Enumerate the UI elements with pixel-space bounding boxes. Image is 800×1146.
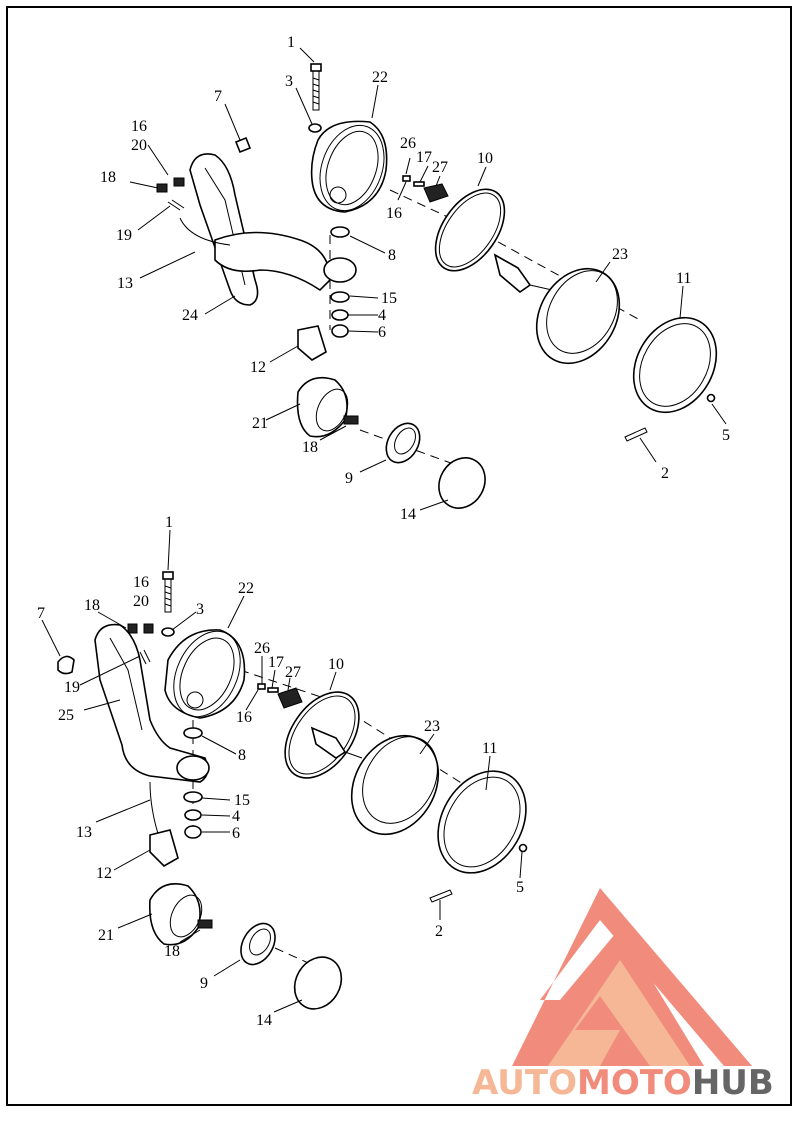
callout: 16 bbox=[236, 709, 252, 726]
callout: 4 bbox=[378, 307, 386, 324]
callout: 19 bbox=[116, 227, 132, 244]
callout: 27 bbox=[432, 159, 448, 176]
callout: 12 bbox=[96, 865, 112, 882]
callout: 20 bbox=[133, 593, 149, 610]
callout: 17 bbox=[268, 654, 284, 671]
callout: 16 bbox=[133, 574, 149, 591]
callout: 12 bbox=[250, 359, 266, 376]
callout: 5 bbox=[516, 879, 524, 896]
callout: 21 bbox=[252, 415, 268, 432]
callout: 13 bbox=[76, 824, 92, 841]
callout: 6 bbox=[232, 825, 240, 842]
callout: 7 bbox=[37, 605, 45, 622]
callout: 9 bbox=[200, 975, 208, 992]
callout: 23 bbox=[612, 246, 628, 263]
callout: 16 bbox=[386, 205, 402, 222]
logo-triangle-icon bbox=[512, 888, 752, 1066]
callout: 1 bbox=[165, 514, 173, 531]
watermark-logo: AUTOMOTOHUB bbox=[472, 888, 774, 1103]
callout: 27 bbox=[285, 664, 301, 681]
callout: 10 bbox=[328, 656, 344, 673]
svg-text:AUTOMOTOHUB: AUTOMOTOHUB bbox=[472, 1063, 774, 1103]
logo-word-auto: AUTO bbox=[472, 1063, 577, 1103]
upper-assembly bbox=[129, 47, 727, 511]
callout: 19 bbox=[64, 679, 80, 696]
callout: 15 bbox=[381, 290, 397, 307]
callout: 24 bbox=[182, 307, 198, 324]
callout: 6 bbox=[378, 324, 386, 341]
callout: 22 bbox=[372, 69, 388, 86]
callout: 21 bbox=[98, 927, 114, 944]
callout: 16 bbox=[131, 118, 147, 135]
callout: 25 bbox=[58, 707, 74, 724]
callout: 10 bbox=[477, 150, 493, 167]
callout: 8 bbox=[388, 247, 396, 264]
callout: 1 bbox=[287, 34, 295, 51]
callout: 2 bbox=[661, 465, 669, 482]
lower-callouts: 1 16 20 3 22 7 18 26 17 27 10 19 16 25 8… bbox=[37, 514, 524, 1029]
mounting-bracket bbox=[179, 153, 357, 306]
callout: 4 bbox=[232, 808, 240, 825]
diagram-frame bbox=[6, 6, 792, 1106]
callout: 26 bbox=[400, 135, 416, 152]
callout: 2 bbox=[435, 923, 443, 940]
lower-assembly bbox=[41, 529, 528, 1013]
callout: 18 bbox=[302, 439, 318, 456]
callout: 18 bbox=[84, 597, 100, 614]
callout: 14 bbox=[400, 506, 416, 523]
logo-inner-icon bbox=[548, 960, 690, 1066]
callout: 3 bbox=[196, 601, 204, 618]
logo-word-hub: HUB bbox=[692, 1063, 774, 1103]
callout: 7 bbox=[214, 88, 222, 105]
callout: 11 bbox=[482, 740, 497, 757]
callout: 13 bbox=[117, 275, 133, 292]
trim-ring bbox=[632, 316, 718, 414]
callout: 9 bbox=[345, 470, 353, 487]
callout: 5 bbox=[722, 427, 730, 444]
callout: 22 bbox=[238, 580, 254, 597]
callout: 18 bbox=[100, 169, 116, 186]
callout: 23 bbox=[424, 718, 440, 735]
callout: 14 bbox=[256, 1012, 272, 1029]
callout: 26 bbox=[254, 640, 270, 657]
callout: 15 bbox=[234, 792, 250, 809]
callout: 8 bbox=[238, 747, 246, 764]
callout: 17 bbox=[416, 149, 432, 166]
bolt-part bbox=[310, 63, 322, 111]
turn-signal-upper bbox=[296, 325, 359, 438]
callout: 20 bbox=[131, 137, 147, 154]
headlamp-unit bbox=[493, 253, 621, 365]
callout: 3 bbox=[285, 73, 293, 90]
callout: 18 bbox=[164, 943, 180, 960]
upper-callouts: 1 3 22 7 16 20 26 17 27 10 18 16 19 8 23… bbox=[100, 34, 730, 523]
logo-word-moto: MOTO bbox=[577, 1063, 692, 1103]
headlamp-housing bbox=[310, 120, 388, 213]
callout: 11 bbox=[676, 270, 691, 287]
